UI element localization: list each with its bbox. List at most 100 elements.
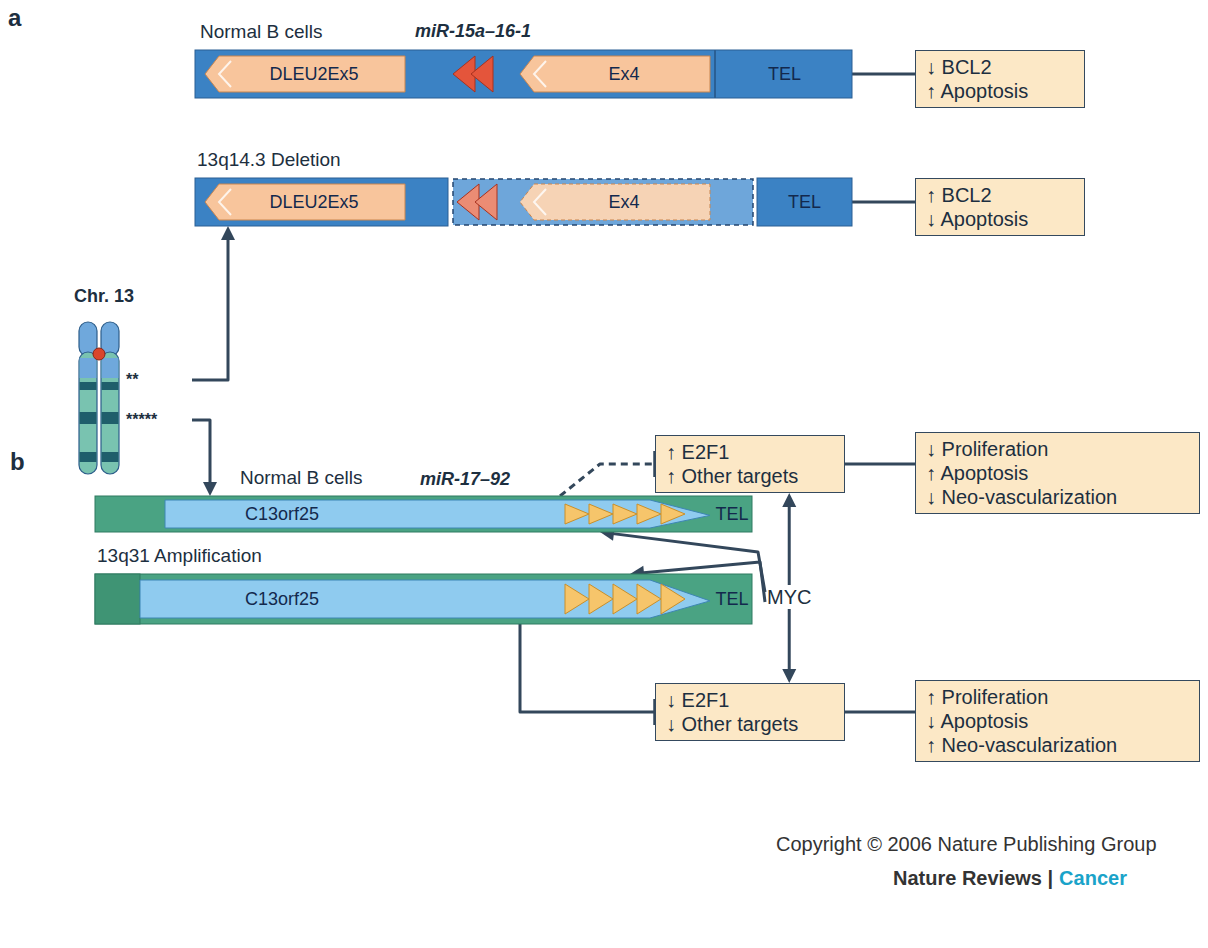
node-text: ↓ Neo-vascularization [926, 485, 1189, 509]
gene-segment: DLEU2Ex5 [205, 56, 405, 92]
connector-line [560, 464, 655, 496]
gene-locus: 13q14.3 DeletionDLEU2Ex5 Ex4 TEL [195, 148, 852, 226]
node-text: ↑ Neo-vascularization [926, 733, 1189, 757]
microrna-triangle [565, 504, 589, 524]
node-text: ↓ E2F1 [666, 688, 834, 712]
credit-line: Cancer [1059, 866, 1127, 890]
connector [192, 420, 217, 496]
chromosome-arm [79, 352, 97, 474]
node-text: ↓ Apoptosis [926, 207, 1074, 231]
microrna-name: miR-17–92 [420, 468, 510, 490]
connector-line [192, 237, 228, 380]
chromosome-band [102, 382, 119, 390]
node-text: ↓ Apoptosis [926, 709, 1189, 733]
process-box: ↓ Proliferation↑ Apoptosis↓ Neo-vascular… [915, 432, 1200, 514]
connector-line [192, 420, 210, 485]
microrna-triangle [589, 584, 613, 614]
connector-line [852, 73, 915, 76]
node-text: TEL [788, 192, 821, 213]
node-text: ↑ Other targets [666, 464, 834, 488]
node-text: 13q31 Amplification [97, 544, 262, 568]
connector [560, 451, 655, 496]
microrna-triangle [661, 504, 685, 524]
connector-line [788, 504, 791, 585]
node-text: ↑ E2F1 [666, 440, 834, 464]
node-text: ↓ BCL2 [926, 55, 1074, 79]
connector [520, 624, 655, 725]
gene-segment: C13orf25 [140, 580, 710, 618]
connector-line [845, 463, 915, 466]
factor-label: MYC [765, 585, 813, 609]
microrna-triangle [661, 584, 685, 614]
node-text: Ex4 [608, 192, 639, 213]
chromosome-bar [195, 178, 448, 226]
node-text: Ex4 [608, 64, 639, 85]
segment-border [714, 50, 716, 98]
node-text: Normal B cells [200, 20, 322, 44]
gene-segment: Ex4 [520, 184, 710, 220]
node-text: TEL [768, 64, 801, 85]
exon-chevron [219, 189, 231, 215]
connector-line [520, 624, 655, 712]
connector [852, 202, 915, 203]
panel-letter: b [10, 448, 25, 476]
locus-marker: ** [126, 370, 138, 390]
gene-segment: TEL [717, 50, 852, 98]
exon-shape [520, 184, 710, 220]
process-box: ↓ BCL2↑ Apoptosis [915, 50, 1085, 108]
exon-chevron [219, 61, 231, 87]
node-text: C13orf25 [245, 589, 319, 610]
chromosome-band [102, 358, 119, 378]
node-text: ↑ BCL2 [926, 183, 1074, 207]
chromosome-band [102, 412, 119, 424]
gene-segment: TEL [712, 574, 752, 624]
centromere [93, 348, 105, 360]
exon-shape [520, 56, 710, 92]
exon-shape [205, 56, 405, 92]
gene-segment: Ex4 [520, 56, 710, 92]
node-text: ↑ Apoptosis [926, 79, 1074, 103]
node-text: 13q14.3 Deletion [197, 148, 341, 172]
node-text: Chr. 13 [74, 286, 134, 307]
connector [845, 464, 915, 465]
deleted-region [453, 179, 753, 225]
microrna-triangle [589, 504, 613, 524]
connector-line [845, 711, 915, 714]
node-text: ↑ Proliferation [926, 685, 1189, 709]
connector-line [788, 609, 791, 672]
connector [782, 609, 796, 683]
microrna-triangle [565, 584, 589, 614]
host-gene-shape [165, 500, 710, 528]
node-text: Normal B cells [240, 466, 362, 490]
exon-shape [205, 184, 405, 220]
chromosome-band [80, 412, 97, 424]
gene-segment: C13orf25 [165, 500, 710, 528]
gene-segment: TEL [712, 496, 752, 532]
chromosome-bar [195, 50, 852, 98]
node-text: ↑ Apoptosis [926, 461, 1189, 485]
microrna-triangle [637, 584, 661, 614]
chromosome-band [80, 358, 97, 378]
node-text: TEL [715, 504, 748, 525]
gene-segment: DLEU2Ex5 [205, 184, 405, 220]
node-text: MYC [767, 585, 811, 609]
microrna-triangle [613, 584, 637, 614]
process-box: ↑ E2F1↑ Other targets [655, 435, 845, 493]
process-box: ↑ Proliferation↓ Apoptosis↑ Neo-vascular… [915, 680, 1200, 762]
connector [192, 226, 235, 380]
chromosome-bar [757, 178, 852, 226]
node-text: ↓ Proliferation [926, 437, 1189, 461]
chromosome-band [102, 452, 119, 462]
credit-line: Copyright © 2006 Nature Publishing Group [776, 832, 1157, 856]
exon-chevron [534, 61, 546, 87]
chromosome-bar [95, 496, 752, 532]
host-gene-shape [140, 580, 710, 618]
process-box: ↓ E2F1↓ Other targets [655, 683, 845, 741]
credit-line: Nature Reviews | [893, 866, 1053, 890]
gene-segment: TEL [757, 178, 852, 226]
locus-marker: ***** [126, 410, 157, 430]
chromosome-arm [101, 352, 119, 474]
node-text: TEL [715, 589, 748, 610]
connector [845, 712, 915, 713]
